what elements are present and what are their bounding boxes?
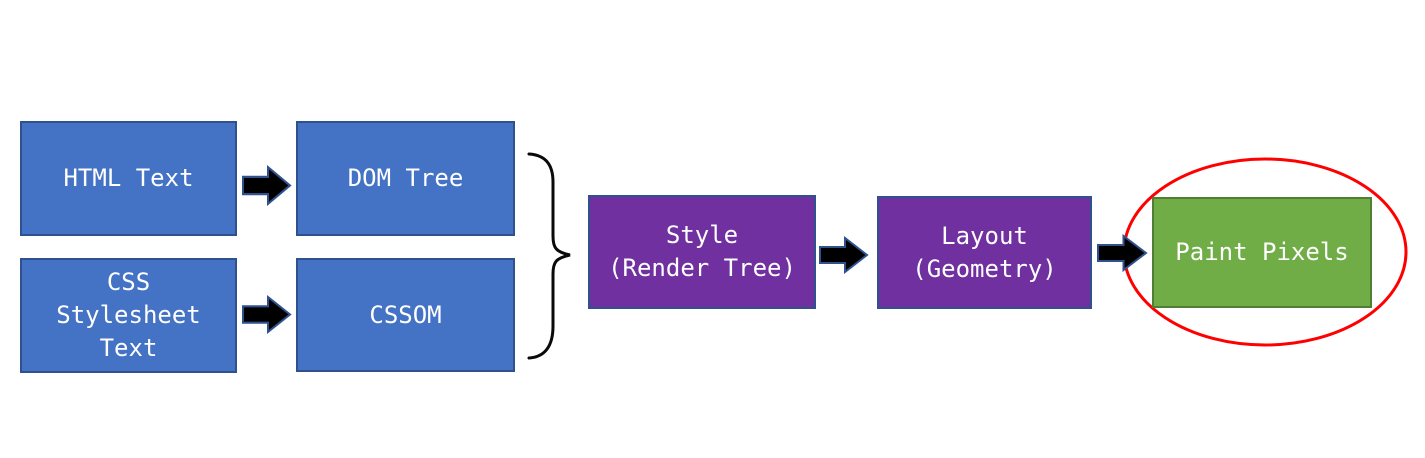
arrow-right-icon	[242, 295, 292, 334]
node-label: HTML Text	[63, 164, 194, 192]
node-html-text: HTML Text	[20, 121, 237, 236]
arrow-right-icon	[1097, 234, 1148, 272]
node-label: DOM Tree	[347, 164, 464, 192]
node-label: Style (Render Tree)	[608, 221, 796, 282]
node-cssom: CSSOM	[296, 258, 515, 372]
arrow-right-icon	[819, 236, 869, 274]
node-label: Layout (Geometry)	[912, 221, 1057, 283]
node-paint-pixels: Paint Pixels	[1152, 197, 1372, 308]
node-css-stylesheet-text: CSS Stylesheet Text	[20, 258, 237, 373]
arrow-right-icon	[242, 165, 292, 206]
curly-brace-icon	[527, 152, 571, 360]
node-style-render-tree: Style (Render Tree)	[588, 195, 816, 309]
node-label: CSS Stylesheet Text	[56, 268, 201, 362]
node-dom-tree: DOM Tree	[296, 121, 515, 236]
node-label: CSSOM	[369, 300, 442, 329]
node-label: Paint Pixels	[1175, 238, 1349, 266]
node-layout-geometry: Layout (Geometry)	[877, 196, 1092, 309]
